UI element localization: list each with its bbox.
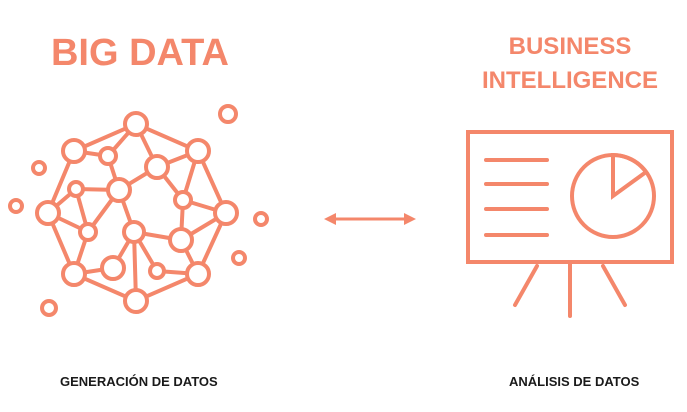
network-node	[61, 138, 87, 164]
double-arrow-icon	[324, 213, 416, 225]
left-caption: GENERACIÓN DE DATOS	[60, 374, 218, 389]
network-node	[185, 261, 211, 287]
network-node	[122, 220, 146, 244]
network-node	[123, 111, 149, 137]
network-node	[35, 200, 61, 226]
network-node	[61, 261, 87, 287]
network-node	[168, 227, 194, 253]
floating-bubble	[31, 160, 47, 176]
presentation-board-icon	[466, 130, 674, 318]
network-node	[173, 190, 193, 210]
network-node	[213, 200, 239, 226]
right-caption: ANÁLISIS DE DATOS	[509, 374, 640, 389]
network-node	[144, 154, 170, 180]
floating-bubble	[231, 250, 247, 266]
network-nodes	[8, 104, 269, 317]
network-node	[100, 255, 126, 281]
floating-bubble	[253, 211, 269, 227]
bi-title-line1: BUSINESS	[508, 33, 632, 60]
network-node	[106, 177, 132, 203]
floating-bubble	[8, 198, 24, 214]
business-intelligence-title: BUSINESS INTELLIGENCE	[470, 30, 670, 98]
bi-title-line2: INTELLIGENCE	[481, 67, 658, 94]
network-node	[67, 180, 85, 198]
network-node	[123, 288, 149, 314]
network-node	[98, 146, 118, 166]
big-data-title: BIG DATA	[50, 32, 229, 74]
network-node	[185, 138, 211, 164]
floating-bubble	[40, 299, 58, 317]
network-node	[148, 262, 166, 280]
network-node	[78, 222, 98, 242]
floating-bubble	[218, 104, 238, 124]
